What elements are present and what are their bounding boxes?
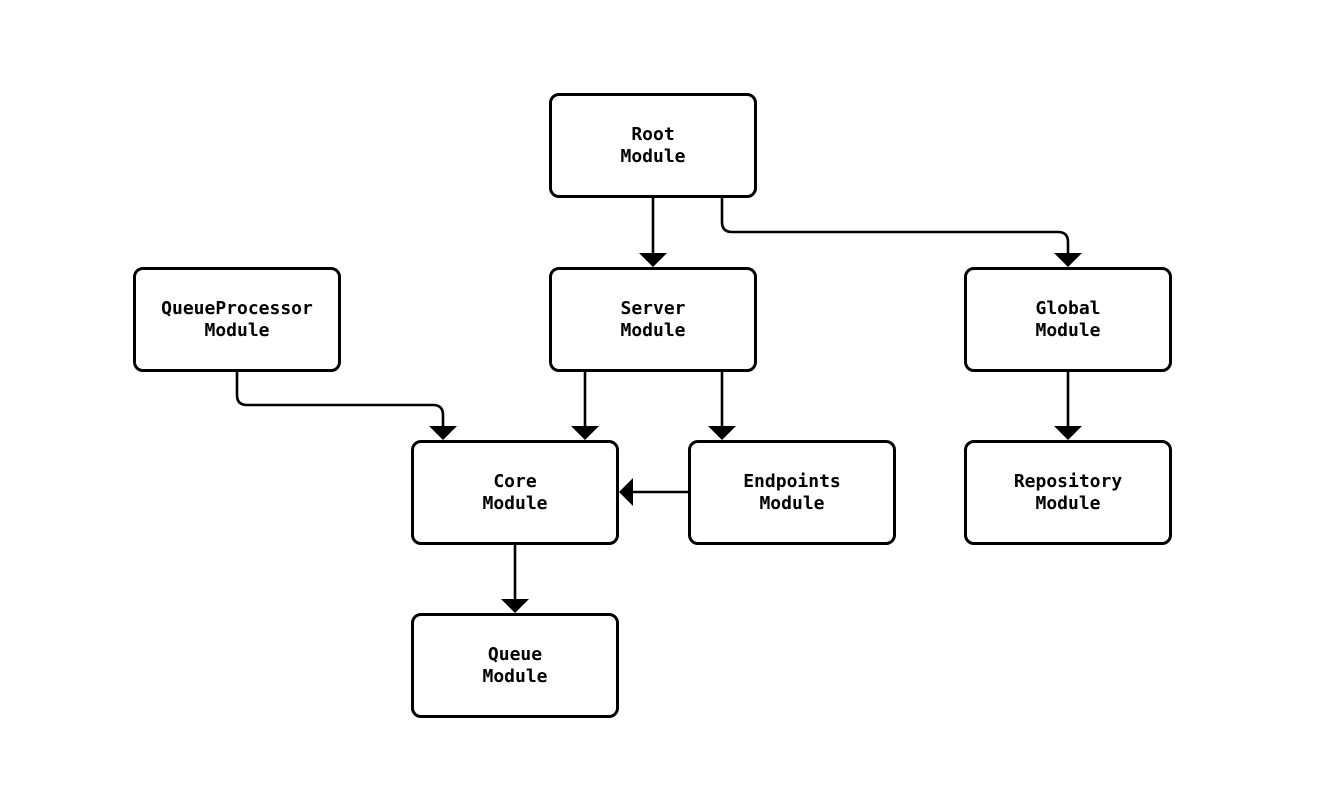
- arrowhead-core-to-queue: [501, 599, 529, 613]
- arrowhead-root-to-global: [1054, 253, 1082, 267]
- arrowhead-global-to-repository: [1054, 426, 1082, 440]
- node-repository-module-label: Repository Module: [1013, 470, 1123, 514]
- edge-root-to-global: [720, 198, 1070, 254]
- arrowhead-root-to-server: [639, 253, 667, 267]
- node-core-module: Core Module: [411, 440, 619, 545]
- node-queueprocessor-module-label: QueueProcessor Module: [161, 297, 313, 341]
- node-endpoints-module-label: Endpoints Module: [743, 470, 841, 514]
- node-root-module: Root Module: [549, 93, 757, 198]
- arrowhead-server-to-core: [571, 426, 599, 440]
- node-core-module-label: Core Module: [482, 470, 548, 514]
- node-global-module-label: Global Module: [1035, 297, 1101, 341]
- arrowhead-endpoints-to-core: [619, 478, 633, 506]
- node-queueprocessor-module: QueueProcessor Module: [133, 267, 341, 372]
- node-server-module: Server Module: [549, 267, 757, 372]
- node-queue-module-label: Queue Module: [482, 643, 548, 687]
- node-queue-module: Queue Module: [411, 613, 619, 718]
- node-global-module: Global Module: [964, 267, 1172, 372]
- node-server-module-label: Server Module: [620, 297, 686, 341]
- edge-queueprocessor-to-core: [235, 372, 445, 427]
- node-repository-module: Repository Module: [964, 440, 1172, 545]
- node-endpoints-module: Endpoints Module: [688, 440, 896, 545]
- arrowhead-server-to-endpoints: [708, 426, 736, 440]
- arrowhead-queueprocessor-to-core: [429, 426, 457, 440]
- node-root-module-label: Root Module: [620, 123, 686, 167]
